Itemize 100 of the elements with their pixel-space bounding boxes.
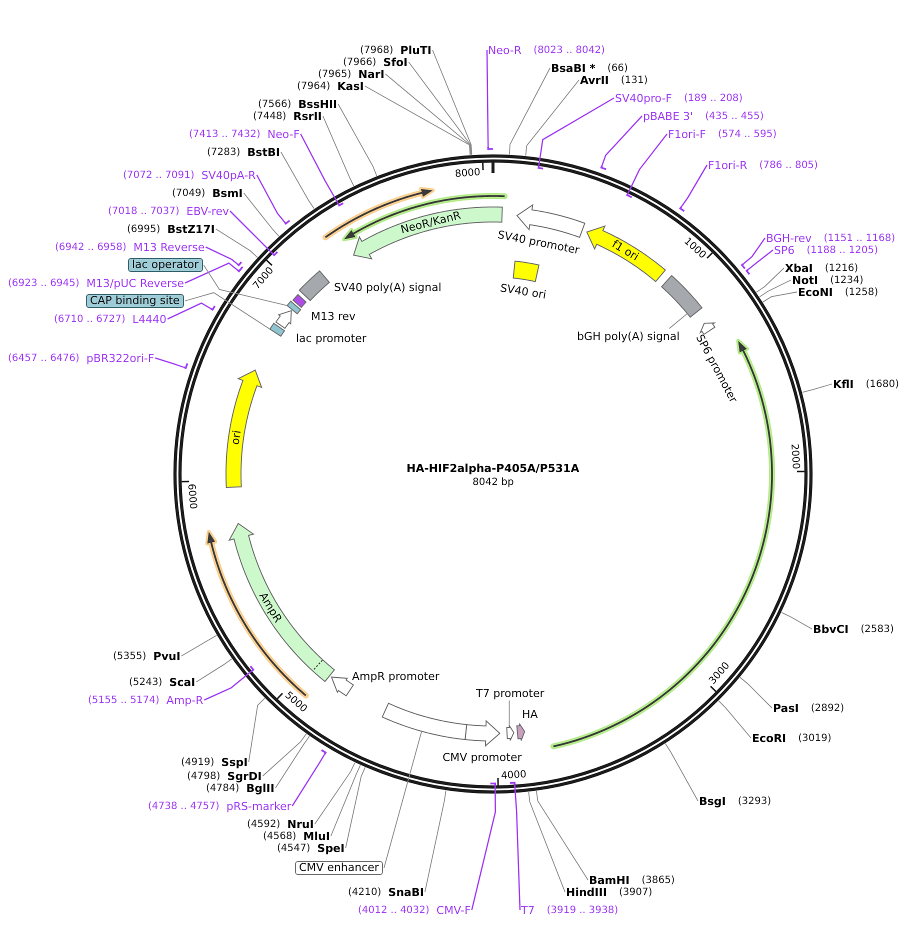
leader-line xyxy=(215,228,258,258)
leader-line xyxy=(196,658,232,682)
cut-site-position: (7965) xyxy=(318,68,352,80)
feature-label: T7 promoter xyxy=(476,686,544,700)
cut-site-position: (7049) xyxy=(172,186,206,200)
leader-line xyxy=(432,50,472,156)
primer-name: SP6 xyxy=(774,244,795,256)
leader-line xyxy=(230,210,274,254)
primer-position: (6710 .. 6727) xyxy=(54,312,126,326)
enzyme-name: RsrII xyxy=(293,110,322,122)
feature-block xyxy=(506,724,514,741)
primer-site-mark xyxy=(210,306,216,311)
primer-name: Neo-F xyxy=(267,128,300,140)
leader-line xyxy=(408,62,472,156)
feature-block xyxy=(275,310,292,329)
feature-tag: CAP binding site xyxy=(86,294,184,308)
primer-name: pRS-marker xyxy=(226,800,292,812)
leader-line xyxy=(514,784,521,910)
leader-line xyxy=(627,134,668,194)
enzyme-name: SpeI xyxy=(317,842,345,854)
feature-block xyxy=(464,720,501,748)
leader-line xyxy=(743,238,766,264)
cut-site-position: (7964) xyxy=(297,80,330,92)
plasmid-name: HA-HIF2alpha-P405A/P531A xyxy=(406,462,580,474)
leader-line xyxy=(536,790,588,880)
cut-site-position: (2892) xyxy=(810,702,844,714)
primer-name: M13/pUC Reverse xyxy=(86,276,184,290)
feature-block xyxy=(269,322,286,337)
enzyme-name: NruI xyxy=(287,818,314,830)
leader-line xyxy=(243,192,280,237)
primer-name: SV40pA-R xyxy=(201,168,256,182)
scale-label: 4000 xyxy=(500,768,527,782)
primer-position: (7018 .. 7037) xyxy=(108,204,180,218)
leader-line xyxy=(424,790,446,892)
primer-position: (7072 .. 7091) xyxy=(123,168,194,182)
enzyme-name: BglII xyxy=(246,782,274,794)
cut-site-position: (7966) xyxy=(343,56,376,68)
enzyme-name: BsgI xyxy=(699,794,726,808)
leader-line xyxy=(204,670,252,701)
primer-name: pBR322ori-F xyxy=(86,352,154,364)
leader-line xyxy=(322,116,354,186)
leader-line xyxy=(248,698,266,762)
leader-line xyxy=(762,292,798,302)
primer-position: (1188 .. 1205) xyxy=(806,244,878,256)
enzyme-name: SnaBI xyxy=(388,886,424,898)
leader-line xyxy=(314,762,356,824)
primer-site-mark xyxy=(184,363,188,370)
leader-line xyxy=(664,743,698,802)
primer-position: (6942 .. 6958) xyxy=(55,240,126,254)
cut-site-position: (7968) xyxy=(360,44,394,56)
scale-label: 2000 xyxy=(788,442,801,470)
feature-block xyxy=(512,260,540,282)
leader-line xyxy=(384,730,422,868)
feature-block xyxy=(298,270,330,302)
enzyme-name: EcoNI xyxy=(798,286,833,298)
primer-site-mark xyxy=(538,166,544,170)
scale-label: 6000 xyxy=(186,484,199,510)
enzyme-name: EcoRI xyxy=(752,732,786,744)
enzyme-name: SfoI xyxy=(383,56,408,68)
feature-block xyxy=(292,294,307,308)
cut-site-position: (7448) xyxy=(253,110,286,122)
leader-line xyxy=(471,785,496,910)
leader-line xyxy=(756,268,784,293)
cut-site-position: (3019) xyxy=(798,732,832,744)
enzyme-name: BsmI xyxy=(212,186,243,200)
cut-site-position: (131) xyxy=(620,74,648,86)
cut-site-position: (2583) xyxy=(860,622,894,636)
primer-site-mark xyxy=(487,147,493,150)
feature-block xyxy=(660,274,703,318)
leader-line xyxy=(184,292,270,330)
cut-site-position: (4568) xyxy=(263,830,296,842)
plasmid-size: 8042 bp xyxy=(472,476,514,488)
primer-position: (8023 .. 8042) xyxy=(534,44,605,56)
cut-site-position: (1234) xyxy=(830,274,864,286)
enzyme-name: SgrDI xyxy=(227,770,262,782)
leader-line xyxy=(508,700,510,726)
leader-line xyxy=(509,68,550,155)
primer-site-mark xyxy=(510,782,516,785)
feature-label: SV40 ori xyxy=(498,281,547,302)
feature-label: CMV promoter xyxy=(442,750,522,764)
primer-site-mark xyxy=(236,262,242,266)
leader-line xyxy=(781,612,812,630)
feature-label: AmpR promoter xyxy=(352,670,440,682)
leader-line xyxy=(680,164,708,208)
primer-position: (1151 .. 1168) xyxy=(824,232,896,244)
primer-position: (4738 .. 4757) xyxy=(148,800,220,812)
feature-tag: CMV enhancer xyxy=(295,861,383,875)
leader-line xyxy=(668,313,688,329)
feature-label: M13 rev xyxy=(311,310,356,322)
leader-line xyxy=(338,104,378,176)
feature-label: HA xyxy=(522,708,538,720)
cut-site-position: (5355) xyxy=(113,650,146,662)
leader-line xyxy=(486,50,489,148)
primer-name: Amp-R xyxy=(166,694,204,706)
cut-site-position: (1258) xyxy=(844,286,878,298)
leader-line xyxy=(167,302,212,320)
cut-site-position: (1680) xyxy=(866,378,900,390)
feature-label: bGH poly(A) signal xyxy=(577,330,680,342)
primer-position: (786 .. 805) xyxy=(759,158,818,172)
primer-position: (6457 .. 6476) xyxy=(8,352,80,364)
